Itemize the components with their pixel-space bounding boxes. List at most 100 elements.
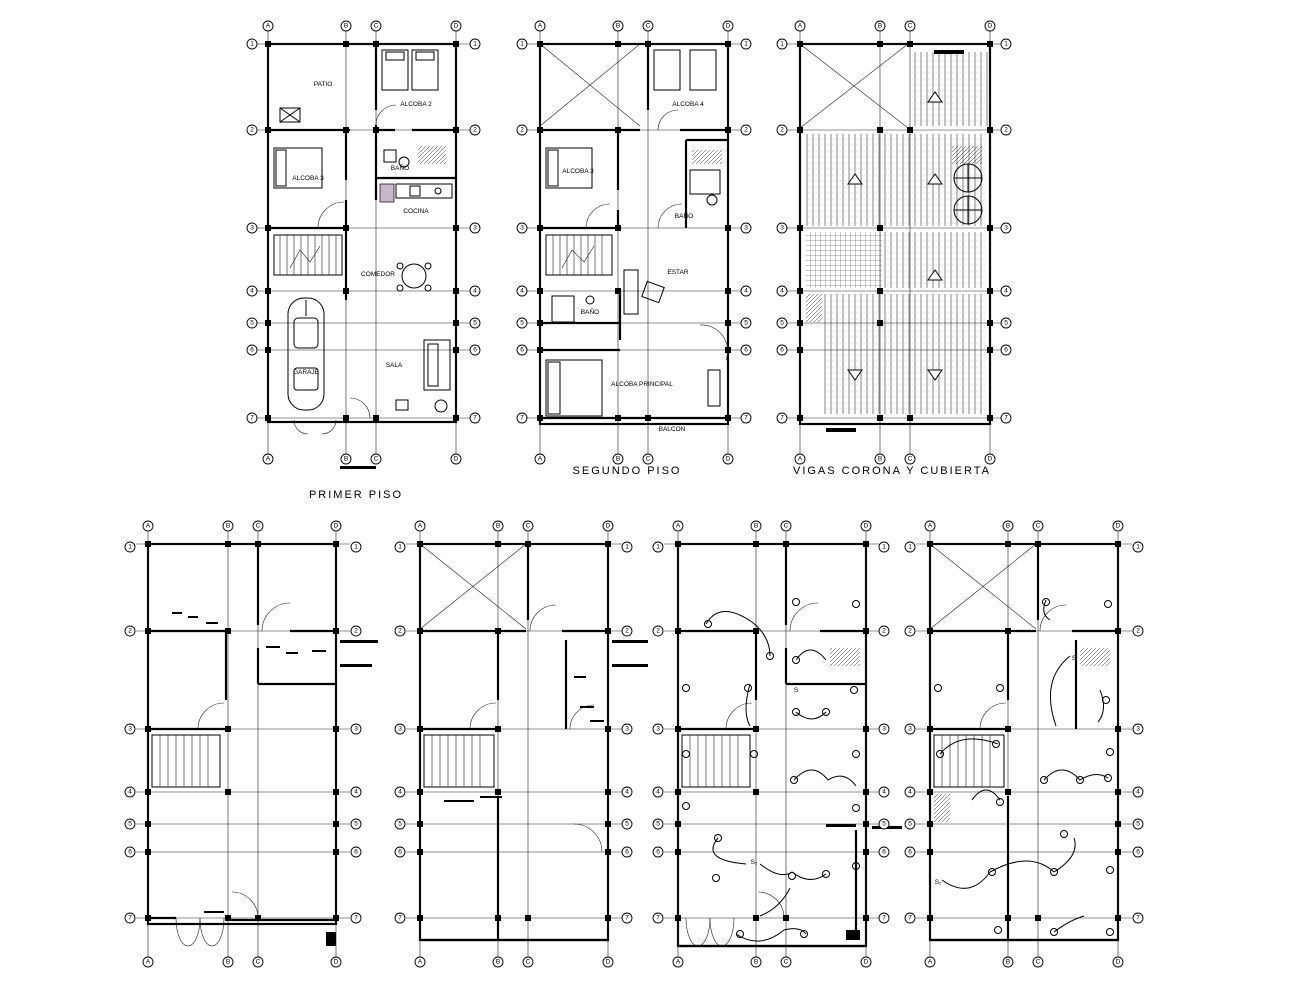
axis-col-A-bubble	[262, 453, 274, 465]
label-estar: ESTAR	[667, 269, 688, 276]
axis-row-4-label: 4	[625, 789, 629, 796]
axis-col-D-label: D	[1116, 523, 1121, 530]
axis-row-1-bubble	[516, 38, 528, 50]
axis-row-1-label: 1	[354, 544, 358, 551]
axis-row-3-bubble	[469, 222, 481, 234]
axis-col-D-label: D	[726, 456, 731, 463]
label-patio: PATIO	[314, 81, 333, 88]
axis-row-2-label: 2	[882, 628, 886, 635]
axis-col-C-bubble	[370, 20, 382, 32]
axis-row-7-label: 7	[780, 415, 784, 422]
axis-row-2-bubble	[621, 625, 633, 637]
axis-col-B-label: B	[226, 523, 230, 530]
axis-row-4-bubble	[516, 285, 528, 297]
axis-col-C-label: C	[526, 523, 531, 530]
axis-row-7-bubble	[516, 412, 528, 424]
axis-row-7-bubble	[1132, 912, 1144, 924]
axis-row-4-bubble	[652, 786, 664, 798]
axis-row-6-bubble	[516, 344, 528, 356]
axis-row-7-bubble	[350, 912, 362, 924]
title-primer-piso: PRIMER PISO	[309, 489, 403, 501]
axis-col-C-label: C	[1036, 523, 1041, 530]
axis-row-1-bubble	[350, 541, 362, 553]
axis-col-C-bubble	[642, 20, 654, 32]
axis-row-3-label: 3	[780, 225, 784, 232]
plan-instalaciones-1	[136, 532, 378, 960]
axis-row-5-label: 5	[128, 821, 132, 828]
axis-row-3-bubble	[516, 222, 528, 234]
axis-col-D-label: D	[864, 523, 869, 530]
axis-col-C-bubble	[522, 956, 534, 968]
axis-col-D-label: D	[1116, 959, 1121, 966]
axis-col-D-bubble	[1112, 520, 1124, 532]
axis-col-C-label: C	[1036, 959, 1041, 966]
axis-row-6-bubble	[1132, 846, 1144, 858]
axis-col-C-label: C	[256, 959, 261, 966]
axis-row-7-bubble	[394, 912, 406, 924]
axis-row-3-label: 3	[656, 726, 660, 733]
axis-col-D-bubble	[450, 453, 462, 465]
axis-row-4-label: 4	[398, 789, 402, 796]
axis-col-B-bubble	[492, 956, 504, 968]
axis-row-2-bubble	[776, 124, 788, 136]
axis-row-2-bubble	[124, 625, 136, 637]
axis-col-D-label: D	[606, 523, 611, 530]
axis-row-6-label: 6	[128, 849, 132, 856]
axis-col-A-label: A	[418, 959, 423, 966]
axis-col-A-label: A	[538, 456, 543, 463]
axis-row-5-label: 5	[780, 320, 784, 327]
axis-col-A-bubble	[794, 20, 806, 32]
axis-col-B-bubble	[750, 956, 762, 968]
axis-col-B-label: B	[754, 523, 758, 530]
axis-col-D-label: D	[454, 456, 459, 463]
switch-label-b4: S	[1072, 655, 1077, 662]
axis-row-7-bubble	[776, 412, 788, 424]
axis-row-7-label: 7	[1136, 915, 1140, 922]
axis-row-6-label: 6	[625, 849, 629, 856]
axis-col-C-label: C	[526, 959, 531, 966]
axis-col-D-bubble	[602, 520, 614, 532]
axis-row-1-label: 1	[128, 544, 132, 551]
axis-col-A-label: A	[676, 959, 681, 966]
axis-row-6-bubble	[621, 846, 633, 858]
label-alcoba-principal: ALCOBA PRINCIPAL	[611, 381, 673, 388]
axis-row-5-bubble	[904, 818, 916, 830]
plan-instalaciones-2	[406, 532, 648, 960]
label-sala: SALA	[386, 362, 403, 369]
label-comedor: COMEDOR	[361, 271, 395, 278]
axis-col-A-bubble	[142, 520, 154, 532]
axis-col-B-label: B	[878, 456, 882, 463]
axis-col-A-label: A	[418, 523, 423, 530]
axis-row-4-label: 4	[473, 288, 477, 295]
axis-row-3-bubble	[246, 222, 258, 234]
axis-row-1-label: 1	[780, 41, 784, 48]
axis-col-A-label: A	[798, 23, 803, 30]
axis-row-5-bubble	[878, 818, 890, 830]
axis-col-D-bubble	[860, 520, 872, 532]
axis-row-3-bubble	[878, 723, 890, 735]
axis-row-6-label: 6	[882, 849, 886, 856]
axis-row-2-label: 2	[354, 628, 358, 635]
axis-row-1-bubble	[652, 541, 664, 553]
axis-row-5-label: 5	[656, 821, 660, 828]
axis-row-5-label: 5	[473, 320, 477, 327]
axis-row-4-bubble	[1000, 285, 1012, 297]
axis-col-A-label: A	[928, 523, 933, 530]
axis-col-D-label: D	[334, 523, 339, 530]
axis-row-6-bubble	[124, 846, 136, 858]
axis-col-B-label: B	[616, 456, 620, 463]
label-alcoba-2: ALCOBA 2	[400, 101, 432, 108]
axis-row-7-bubble	[904, 912, 916, 924]
axis-row-2-label: 2	[473, 127, 477, 134]
axis-row-1-label: 1	[882, 544, 886, 551]
axis-col-A-bubble	[672, 956, 684, 968]
axis-row-5-bubble	[516, 317, 528, 329]
axis-row-6-bubble	[652, 846, 664, 858]
plan-electrico-2: S S₂	[916, 532, 1132, 960]
axis-col-C-bubble	[370, 453, 382, 465]
axis-col-A-bubble	[672, 520, 684, 532]
axis-col-B-bubble	[1002, 956, 1014, 968]
axis-row-7-label: 7	[1004, 415, 1008, 422]
axis-row-6-label: 6	[744, 347, 748, 354]
axis-row-5-bubble	[1000, 317, 1012, 329]
